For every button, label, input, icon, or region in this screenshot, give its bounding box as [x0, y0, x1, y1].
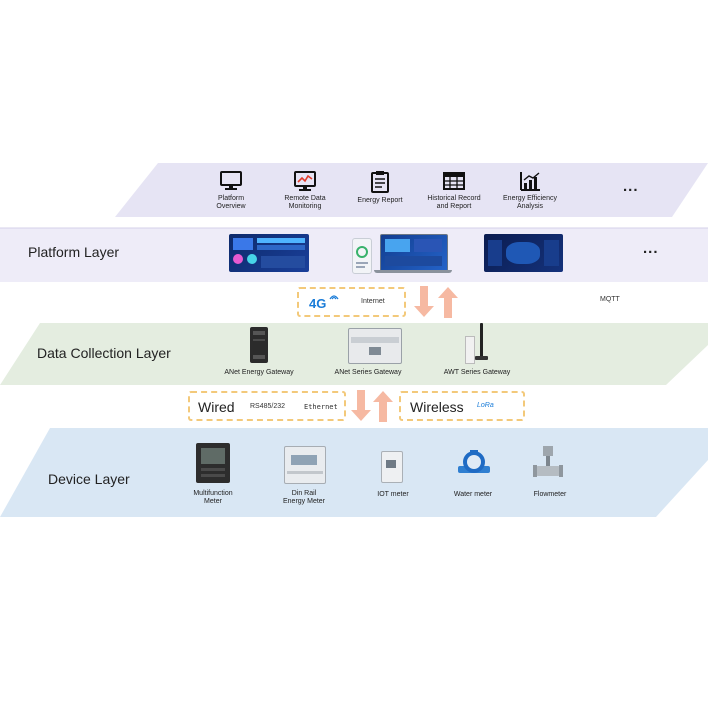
feature-energy-report[interactable]: Energy Report — [338, 170, 422, 205]
feature-label: Remote Data Monitoring — [284, 195, 326, 210]
awt-series-gateway-device — [465, 336, 475, 364]
dashboard-screenshot-2 — [484, 234, 563, 272]
device-layer-title: Device Layer — [48, 471, 130, 487]
feature-platform-overview[interactable]: Platform Overview — [189, 170, 273, 211]
anet-series-gateway-device — [348, 328, 402, 364]
mobile-app-screenshot — [352, 238, 372, 274]
internet-label: Internet — [361, 298, 385, 305]
anet-energy-gateway-device — [250, 327, 268, 363]
gateway-antenna — [480, 323, 483, 359]
platform-layer-title: Platform Layer — [28, 244, 120, 260]
chart-monitor-icon — [294, 171, 316, 191]
wired-box: Wired RS485/232 Ethernet — [188, 391, 346, 421]
feature-energy-efficiency[interactable]: Energy Efficiency Analysis — [488, 170, 572, 211]
updown-arrows-upper — [414, 286, 458, 318]
wireless-title: Wireless — [410, 399, 464, 415]
laptop-screenshot — [380, 234, 448, 272]
feature-remote-data-monitoring[interactable]: Remote Data Monitoring — [263, 170, 347, 211]
updown-arrows-lower — [351, 390, 393, 422]
device-band — [0, 428, 708, 517]
clipboard-report-icon — [371, 171, 389, 193]
din-rail-meter-device — [284, 446, 326, 484]
lora-logo: LoRa — [477, 402, 494, 409]
gateway-label: ANet Series Gateway — [334, 369, 402, 376]
iot-meter-device — [381, 451, 403, 483]
device-label: IOT meter — [377, 491, 409, 498]
network-4g-box: 4G Internet — [297, 287, 406, 317]
gateway-antenna-base — [475, 356, 488, 360]
feature-historical-record[interactable]: Historical Record and Report — [412, 170, 496, 211]
feature-label: Energy Report — [357, 197, 403, 204]
platform-more[interactable]: ... — [643, 240, 659, 257]
device-label: Multifunction Meter — [193, 490, 233, 505]
features-band — [115, 163, 708, 217]
dashboard-screenshot-1 — [229, 234, 309, 272]
feature-label: Historical Record and Report — [427, 195, 481, 210]
water-meter-device — [458, 450, 490, 473]
table-grid-icon — [443, 172, 465, 190]
wired-title: Wired — [198, 399, 235, 415]
rs485-label: RS485/232 — [250, 403, 286, 410]
wireless-box: Wireless LoRa — [399, 391, 525, 421]
mqtt-label: MQTT — [600, 296, 620, 303]
multifunction-meter-device — [196, 443, 230, 483]
monitor-icon — [220, 171, 242, 190]
feature-label: Energy Efficiency Analysis — [503, 195, 557, 210]
device-label: Water meter — [453, 491, 493, 498]
collection-layer-title: Data Collection Layer — [37, 345, 171, 361]
device-label: Flowmeter — [533, 491, 567, 498]
gateway-label: AWT Series Gateway — [443, 369, 511, 376]
features-more[interactable]: ... — [623, 178, 639, 195]
bar-chart-icon — [520, 172, 540, 191]
4g-badge: 4G — [309, 296, 327, 311]
laptop-base — [374, 270, 452, 273]
flowmeter-device — [533, 446, 563, 477]
feature-label: Platform Overview — [216, 195, 246, 210]
device-label: Din Rail Energy Meter — [282, 490, 326, 505]
ethernet-label: Ethernet — [304, 403, 338, 411]
gateway-label: ANet Energy Gateway — [224, 369, 294, 376]
signal-icon — [329, 295, 339, 300]
